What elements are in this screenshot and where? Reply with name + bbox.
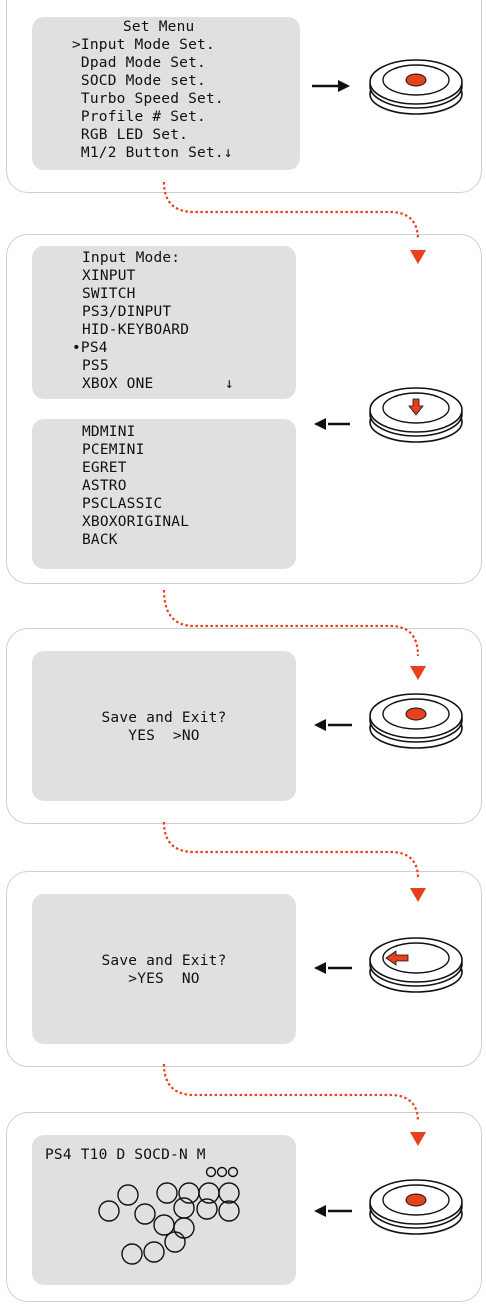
mode-item-psclassic: PSCLASSIC (82, 496, 163, 512)
joystick-press-center-1 (369, 59, 463, 115)
direction-arrows (312, 80, 352, 1217)
mode-item-astro: ASTRO (82, 478, 127, 494)
joystick-press-center-3 (369, 1179, 463, 1235)
status-line: PS4 T10 D SOCD-N M (45, 1147, 206, 1163)
mode-item-hid-keyboard: HID-KEYBOARD (82, 322, 190, 338)
menu-item-m12-button: M1/2 Button Set.↓ (72, 145, 233, 161)
set-menu-title: Set Menu (123, 19, 195, 35)
mode-item-xinput: XINPUT (82, 268, 136, 284)
save-exit-options-yes: >YES NO (128, 971, 200, 987)
joystick-press-center-2 (369, 693, 463, 749)
menu-item-profile: Profile # Set. (72, 109, 206, 125)
mode-item-ps5: PS5 (82, 358, 109, 374)
button-layout-icon (98, 1166, 240, 1265)
set-menu-screen (32, 17, 300, 170)
connector-arrowheads (410, 250, 426, 1146)
save-exit-prompt-2: Save and Exit? (101, 953, 227, 969)
menu-item-turbo-speed: Turbo Speed Set. (72, 91, 224, 107)
mode-item-ps4-selected: •PS4 (72, 340, 108, 356)
connector-lines (162, 181, 420, 1123)
mode-item-ps3: PS3/DINPUT (82, 304, 172, 320)
status-screen (32, 1135, 296, 1285)
mode-item-switch: SWITCH (82, 286, 136, 302)
mode-item-xboxoriginal: XBOXORIGINAL (82, 514, 190, 530)
mode-item-mdmini: MDMINI (82, 424, 136, 440)
mode-item-xbox-one: XBOX ONE ↓ (82, 376, 234, 392)
menu-item-rgb-led: RGB LED Set. (72, 127, 189, 143)
mode-item-pcemini: PCEMINI (82, 442, 145, 458)
save-exit-prompt: Save and Exit? (101, 710, 227, 726)
input-mode-screen-bottom (32, 419, 296, 569)
menu-item-dpad-mode: Dpad Mode Set. (72, 55, 206, 71)
mode-item-egret: EGRET (82, 460, 127, 476)
joystick-press-left (369, 937, 463, 993)
input-mode-header: Input Mode: (82, 250, 181, 266)
mode-item-back: BACK (82, 532, 118, 548)
save-exit-screen-no (32, 651, 296, 801)
save-exit-screen-yes (32, 894, 296, 1044)
menu-item-socd-mode: SOCD Mode set. (72, 73, 206, 89)
save-exit-options-no: YES >NO (128, 728, 200, 744)
joystick-press-down (369, 387, 463, 443)
input-mode-screen-top (32, 246, 296, 399)
menu-item-input-mode: >Input Mode Set. (72, 37, 215, 53)
